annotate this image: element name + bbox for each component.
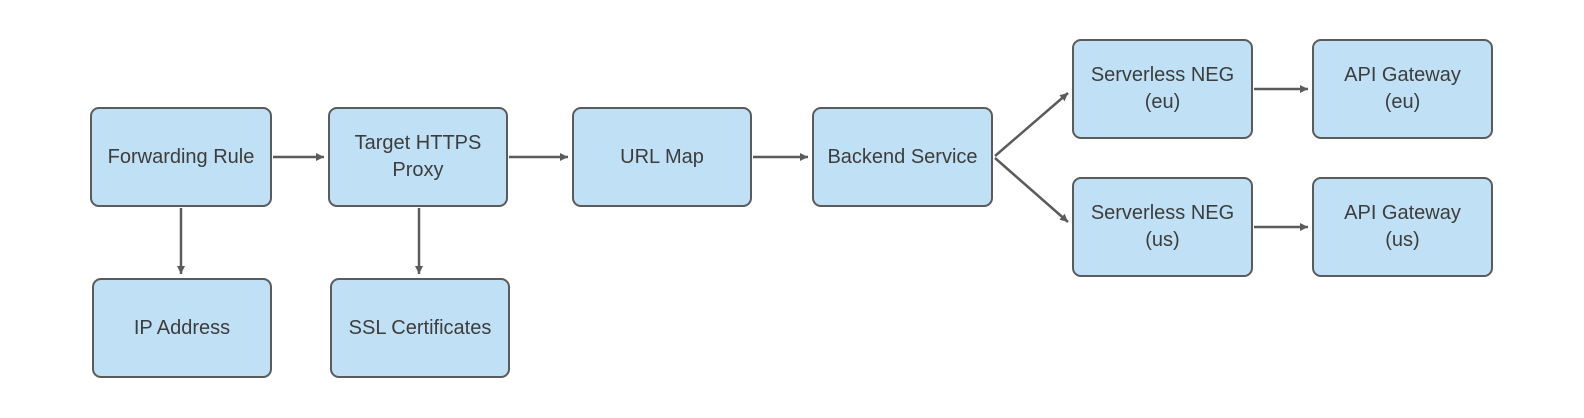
node-url-map: URL Map <box>572 107 752 207</box>
node-api-gateway-eu: API Gateway (eu) <box>1312 39 1493 139</box>
node-backend-service-label: Backend Service <box>827 145 978 168</box>
node-serverless-neg-eu: Serverless NEG (eu) <box>1072 39 1253 139</box>
node-api-gateway-us-label: API Gateway (us) <box>1344 202 1461 251</box>
node-backend-service: Backend Service <box>812 107 993 207</box>
node-target-https-proxy-label: Target HTTPS Proxy <box>354 132 482 181</box>
node-serverless-neg-eu-label: Serverless NEG (eu) <box>1090 64 1235 113</box>
node-target-https-proxy: Target HTTPS Proxy <box>328 107 508 207</box>
node-ssl-certificates: SSL Certificates <box>330 278 510 378</box>
node-forwarding-rule: Forwarding Rule <box>90 107 272 207</box>
node-ip-address: IP Address <box>92 278 272 378</box>
node-api-gateway-eu-label: API Gateway (eu) <box>1344 64 1461 113</box>
node-serverless-neg-us-label: Serverless NEG (us) <box>1090 202 1235 251</box>
node-url-map-label: URL Map <box>620 145 704 168</box>
node-forwarding-rule-label: Forwarding Rule <box>107 145 255 168</box>
node-serverless-neg-us: Serverless NEG (us) <box>1072 177 1253 277</box>
node-api-gateway-us: API Gateway (us) <box>1312 177 1493 277</box>
arrow-backend-service-to-serverless-neg-eu <box>994 92 1069 157</box>
arrow-backend-service-to-serverless-neg-us <box>994 157 1069 223</box>
node-ip-address-label: IP Address <box>133 316 231 339</box>
node-ssl-certificates-label: SSL Certificates <box>348 316 492 339</box>
